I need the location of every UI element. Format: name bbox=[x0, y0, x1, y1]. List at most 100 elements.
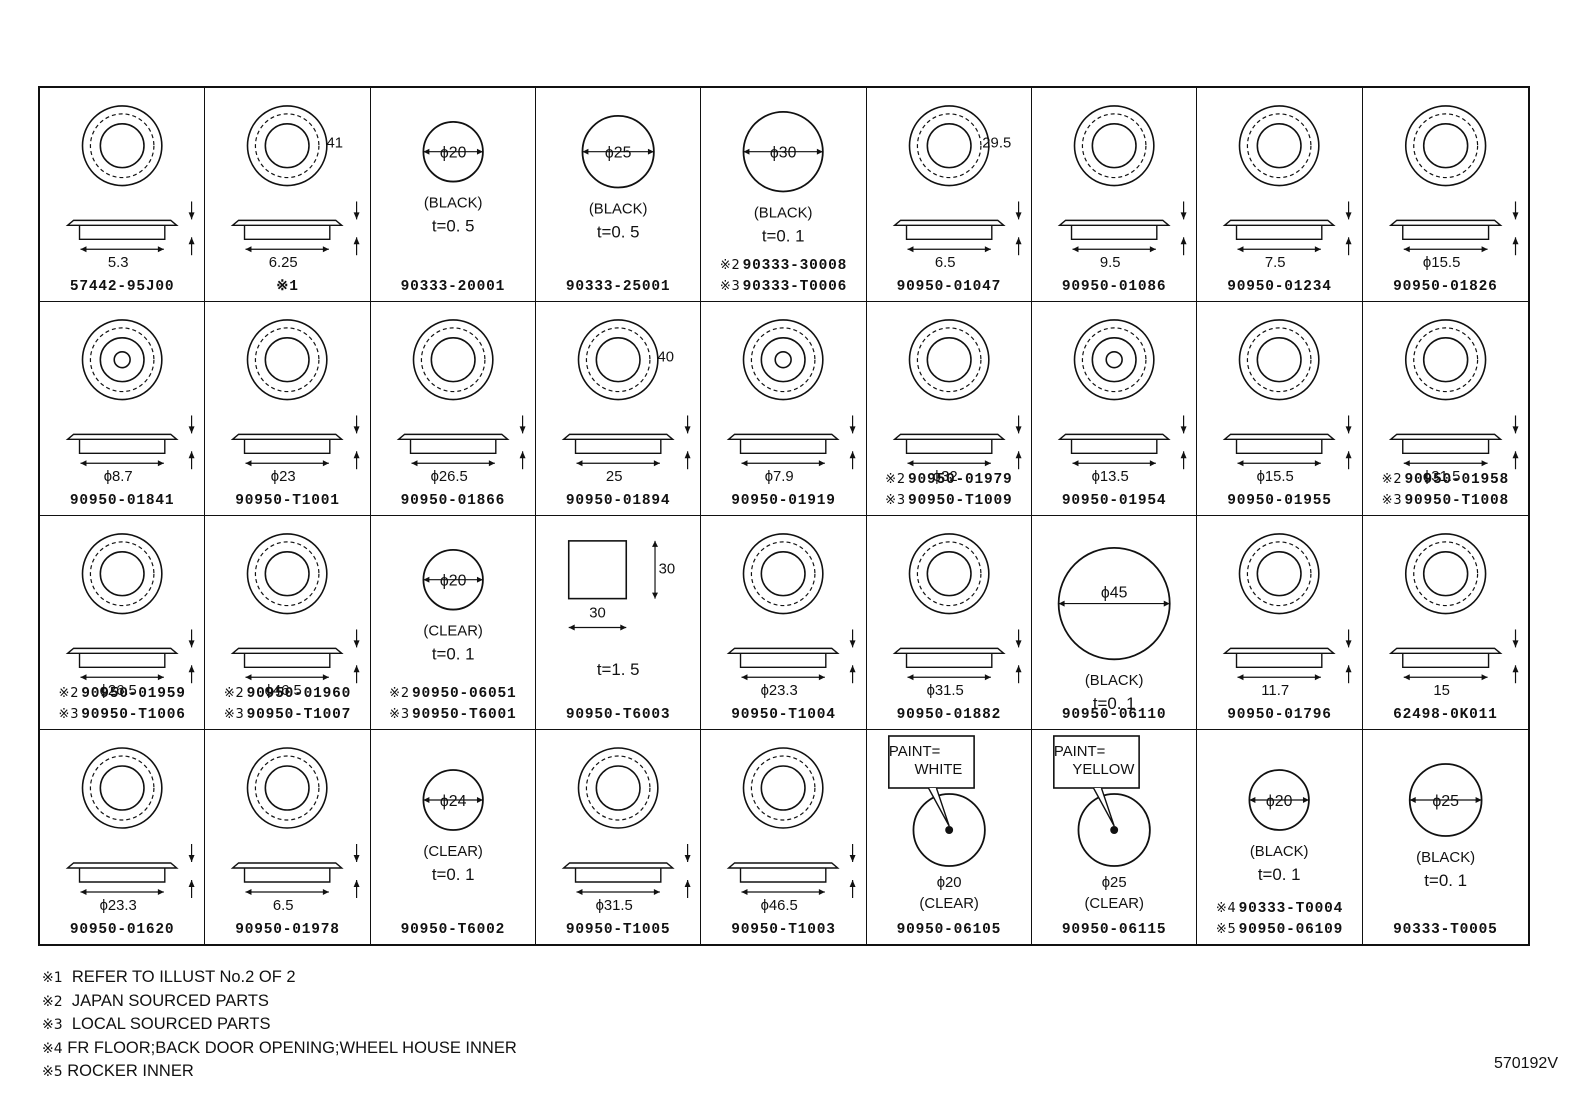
part-number: 90950-01866 bbox=[400, 493, 506, 509]
part-number-text: 90333-T0006 bbox=[742, 279, 848, 295]
part-cell: ϕ509.5 90950-01086 bbox=[1031, 88, 1198, 302]
part-number-text: 90950-01960 bbox=[246, 686, 352, 702]
dimension-label: ϕ8.7 bbox=[104, 469, 133, 485]
dimension-label: 6.5 bbox=[935, 255, 956, 271]
part-number-text: 90950-01979 bbox=[907, 472, 1013, 488]
footnote-text: REFER TO ILLUST No.2 OF 2 bbox=[71, 968, 296, 986]
part-number: 90333-25001 bbox=[565, 279, 671, 295]
note-mark: ※3 bbox=[719, 279, 741, 294]
part-number: 90950-01086 bbox=[1061, 279, 1167, 295]
dimension-label: 5.3 bbox=[108, 255, 129, 271]
part-drawing: 2015 bbox=[1388, 533, 1519, 699]
dimension-label: t=0. 5 bbox=[597, 222, 640, 241]
part-number: 57442-95J00 bbox=[69, 279, 175, 295]
part-number: 90950-01841 bbox=[69, 493, 175, 509]
part-number: 90950-01620 bbox=[69, 922, 175, 938]
footnote-text: FR FLOOR;BACK DOOR OPENING;WHEEL HOUSE I… bbox=[67, 1038, 517, 1057]
part-number: 90950-06115 bbox=[1061, 922, 1167, 938]
part-number: 90950-T6002 bbox=[400, 922, 506, 938]
dimension-label: 6.25 bbox=[269, 255, 298, 271]
dimension-label: (CLEAR) bbox=[919, 895, 978, 912]
footnote: ※2 JAPAN SOURCED PARTS bbox=[42, 990, 517, 1014]
footnote-mark: ※5 bbox=[42, 1064, 63, 1081]
dimension-label: 15 bbox=[1433, 682, 1450, 699]
dimension-label: 30 bbox=[589, 606, 606, 622]
part-cell: 2015 62498-0K011 bbox=[1362, 516, 1528, 730]
part-number-text: 90950-01958 bbox=[1404, 472, 1509, 488]
dimension-label: ϕ15.5 bbox=[1257, 469, 1294, 485]
note-mark: ※4 bbox=[1215, 901, 1237, 916]
part-drawing: ϕ30(BLACK)t=0. 1 bbox=[742, 110, 825, 245]
dimension-label: PAINT= bbox=[889, 743, 940, 760]
part-number-text: 90950-T6001 bbox=[411, 707, 517, 723]
part-drawing: ϕ20(BLACK)t=0. 5 bbox=[422, 120, 484, 235]
dimension-label: t=1. 5 bbox=[597, 660, 640, 679]
part-drawing: 7.5ϕ15.5 bbox=[1388, 105, 1519, 271]
part-number: 90950-T1003 bbox=[731, 922, 836, 938]
footnote: ※5 ROCKER INNER bbox=[42, 1060, 517, 1084]
dimension-label: (BLACK) bbox=[589, 201, 648, 217]
footnote-text: ROCKER INNER bbox=[67, 1062, 194, 1081]
part-drawing: ϕ509.5 bbox=[1057, 105, 1187, 271]
part-drawing: 7.5ϕ26.5 bbox=[65, 533, 195, 699]
part-number: 90950-T1004 bbox=[731, 707, 836, 723]
dimension-label: ϕ45 bbox=[1101, 585, 1128, 602]
part-number-text: 90950-06051 bbox=[411, 686, 517, 702]
part-number: 62498-0K011 bbox=[1393, 707, 1498, 723]
part-number: 90950-T1001 bbox=[235, 493, 340, 509]
footnote: ※3 LOCAL SOURCED PARTS bbox=[42, 1013, 517, 1037]
part-drawing: 5.7ϕ23 bbox=[231, 319, 360, 485]
part-drawing: ϕ25(BLACK)t=0. 1 bbox=[1408, 763, 1483, 890]
dimension-label: ϕ23 bbox=[271, 469, 296, 485]
dimension-label: ϕ46.5 bbox=[761, 897, 798, 914]
part-number: 90950-06105 bbox=[896, 922, 1002, 938]
note-mark: ※2 bbox=[1381, 472, 1403, 487]
part-drawing: ϕ24(CLEAR)t=0. 1 bbox=[422, 769, 484, 884]
dimension-label: (CLEAR) bbox=[423, 623, 483, 639]
footnote: ※1 REFER TO ILLUST No.2 OF 2 bbox=[42, 966, 517, 990]
part-number: 90950-01955 bbox=[1227, 493, 1332, 509]
dimension-label: ϕ25 bbox=[1102, 874, 1127, 891]
dimension-label: ϕ46.5 bbox=[265, 683, 302, 699]
dimension-label: ϕ7.9 bbox=[765, 469, 794, 485]
footnote-mark: ※3 bbox=[42, 1017, 63, 1034]
part-number: 90950-01047 bbox=[896, 279, 1002, 295]
dimension-label: ϕ26.5 bbox=[430, 469, 467, 485]
dimension-label: (CLEAR) bbox=[423, 843, 482, 860]
dimension-label: ϕ32 bbox=[932, 469, 957, 485]
part-drawing: 2.5ϕ32 bbox=[892, 319, 1022, 485]
footnote-text: JAPAN SOURCED PARTS bbox=[71, 991, 269, 1010]
part-drawing: 306.529.5 bbox=[892, 105, 1022, 271]
note-mark: ※3 bbox=[885, 493, 906, 508]
part-number-text: 90950-T1007 bbox=[246, 707, 352, 723]
dimension-label: ϕ13.5 bbox=[1092, 469, 1129, 485]
dimension-label: YELLOW bbox=[1072, 761, 1135, 778]
note-mark: ※3 bbox=[223, 707, 245, 722]
